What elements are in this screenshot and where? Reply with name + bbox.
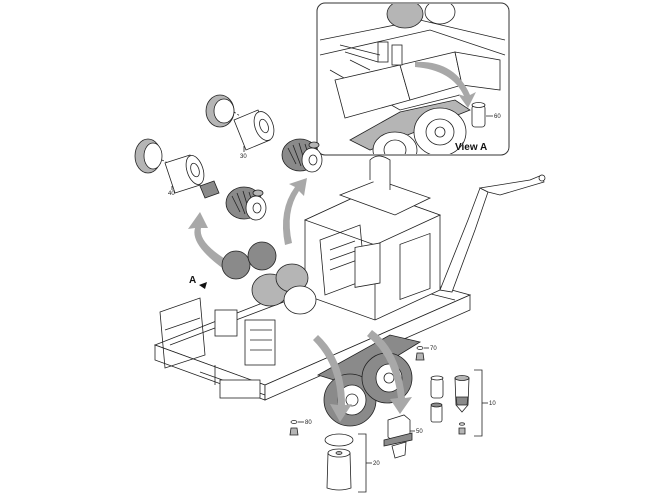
- air-filter-assembly-upper: 30: [205, 94, 323, 173]
- main-machine: [153, 155, 546, 427]
- air-filter-assembly-lower: 40: [134, 138, 267, 221]
- oil-filter-20: 20: [324, 433, 380, 493]
- callout-20: 20: [373, 461, 380, 467]
- fuel-prefilter-50: 50: [383, 414, 423, 459]
- drain-plug-80: 80: [289, 420, 312, 436]
- inset-title: View A: [455, 142, 487, 153]
- callout-40: 40: [168, 191, 175, 197]
- inset-view-a: 60 View A: [316, 2, 510, 156]
- view-marker-arrow-icon: [199, 282, 207, 289]
- arrow-upper-filter: [282, 178, 307, 245]
- arrow-to-oil-filter: [313, 335, 352, 422]
- view-marker-a: A: [189, 275, 196, 286]
- arrow-lower-filter: [188, 212, 230, 270]
- callout-50: 50: [416, 429, 423, 435]
- callout-10: 10: [489, 401, 496, 407]
- callout-30: 30: [240, 154, 247, 160]
- arrow-to-fuel-prefilter: [367, 330, 412, 414]
- callout-80: 80: [305, 420, 312, 426]
- drain-plug-70: 70: [415, 346, 437, 361]
- callout-60: 60: [494, 114, 501, 120]
- callout-70: 70: [430, 346, 437, 352]
- fuel-filter-set-10: 10: [430, 369, 496, 437]
